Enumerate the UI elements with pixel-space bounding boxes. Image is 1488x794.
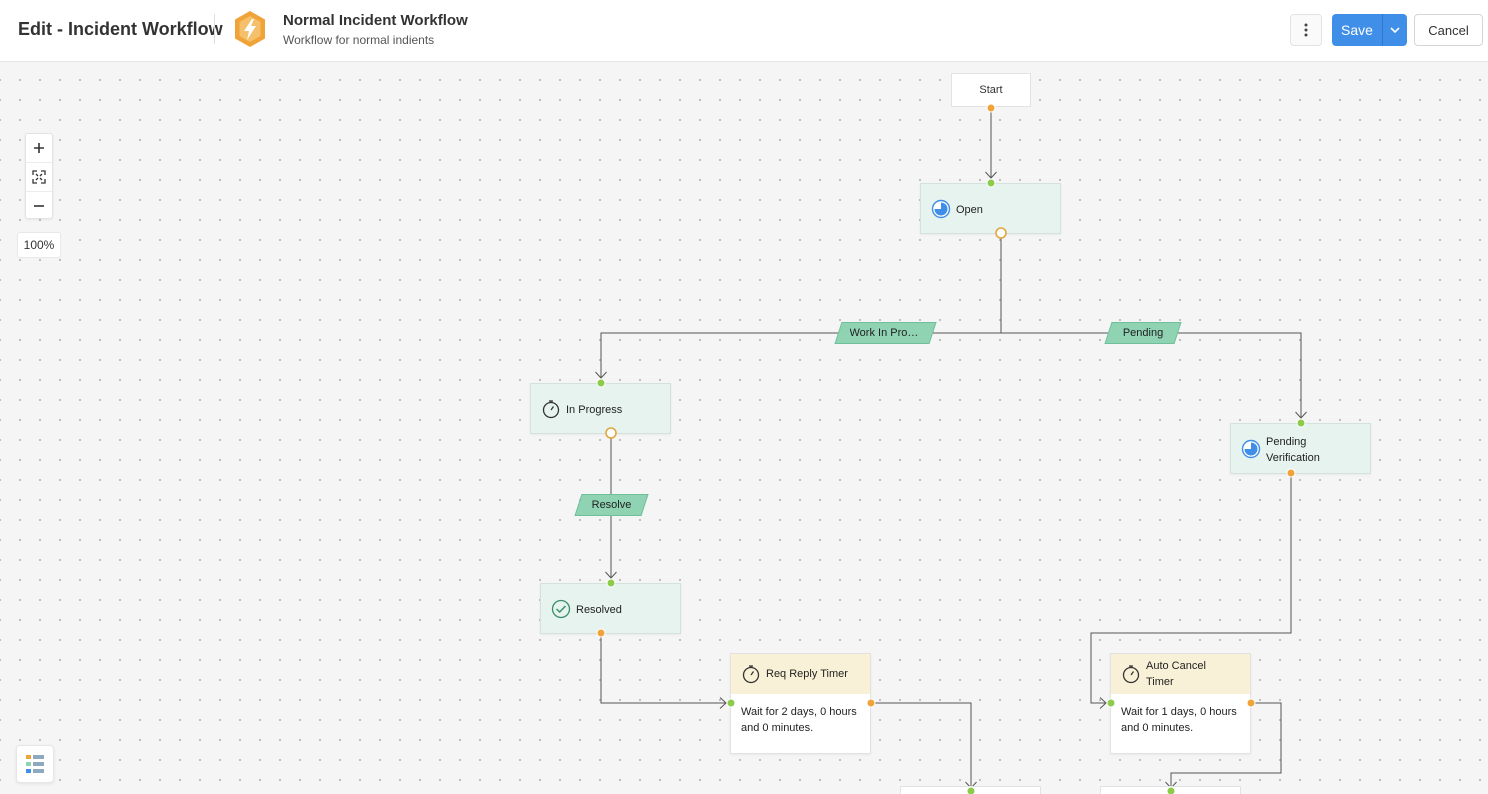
header-bar: Edit - Incident Workflow Normal Incident… [0,0,1488,62]
transition-label: Pending [1122,327,1164,339]
header-divider [214,14,215,44]
cancel-button[interactable]: Cancel [1414,14,1483,46]
status-open-icon [931,199,951,219]
fit-screen-icon [32,170,46,184]
timer-label: Auto Cancel Timer [1146,660,1206,688]
zoom-separator [26,162,52,163]
workflow-description: Workflow for normal indients [283,33,435,47]
transition-resolve[interactable]: Resolve [578,494,645,516]
timer-header: Auto Cancel Timer [1111,654,1250,694]
zoom-controls [25,133,53,219]
status-node-in-progress[interactable]: In Progress [530,383,671,434]
timer-node-req-reply[interactable]: Req Reply Timer Wait for 2 days, 0 hours… [730,653,871,754]
zoom-separator [26,191,52,192]
legend-list-icon [26,755,44,773]
plus-icon [34,143,44,153]
transition-label: Work In Progress [849,327,922,339]
vertical-ellipsis-icon [1304,23,1308,37]
start-node[interactable]: Start [951,73,1031,107]
chevron-down-icon [1390,27,1400,33]
timer-header: Req Reply Timer [731,654,870,694]
timer-node-auto-cancel[interactable]: Auto Cancel Timer Wait for 1 days, 0 hou… [1110,653,1251,754]
status-node-pending-verification[interactable]: Pending Verification [1230,423,1371,474]
status-node-resolved[interactable]: Resolved [540,583,681,634]
page-title: Edit - Incident Workflow [18,19,223,39]
minus-icon [34,205,44,207]
transition-work-in-progress[interactable]: Work In Progress [838,322,933,344]
node-label: Pending Verification [1266,435,1320,464]
node-label: In Progress [566,403,623,416]
status-node-open[interactable]: Open [920,183,1061,234]
next-node-partial[interactable] [1100,786,1241,794]
workflow-logo-icon [232,10,268,48]
transition-label: Resolve [591,499,632,511]
save-dropdown-button[interactable] [1382,14,1407,46]
timer-description: Wait for 2 days, 0 hours and 0 minutes. [741,706,857,734]
timer-label: Req Reply Timer [766,668,848,680]
zoom-in-button[interactable] [26,134,52,162]
workflow-name: Normal Incident Workflow [283,12,468,29]
save-button[interactable]: Save [1332,14,1382,46]
fit-screen-button[interactable] [26,163,52,191]
zoom-level: 100% [17,232,61,258]
legend-button[interactable] [16,745,54,783]
more-options-button[interactable] [1290,14,1322,46]
stopwatch-icon [542,400,560,419]
zoom-out-button[interactable] [26,192,52,220]
check-circle-icon [551,599,571,619]
node-label: Open [956,203,983,216]
next-node-partial[interactable] [900,786,1041,794]
status-open-icon [1241,439,1261,459]
transition-pending[interactable]: Pending [1108,322,1178,344]
timer-description: Wait for 1 days, 0 hours and 0 minutes. [1121,706,1237,734]
stopwatch-icon [1122,665,1140,684]
stopwatch-icon [742,665,760,684]
node-label: Resolved [576,603,622,616]
